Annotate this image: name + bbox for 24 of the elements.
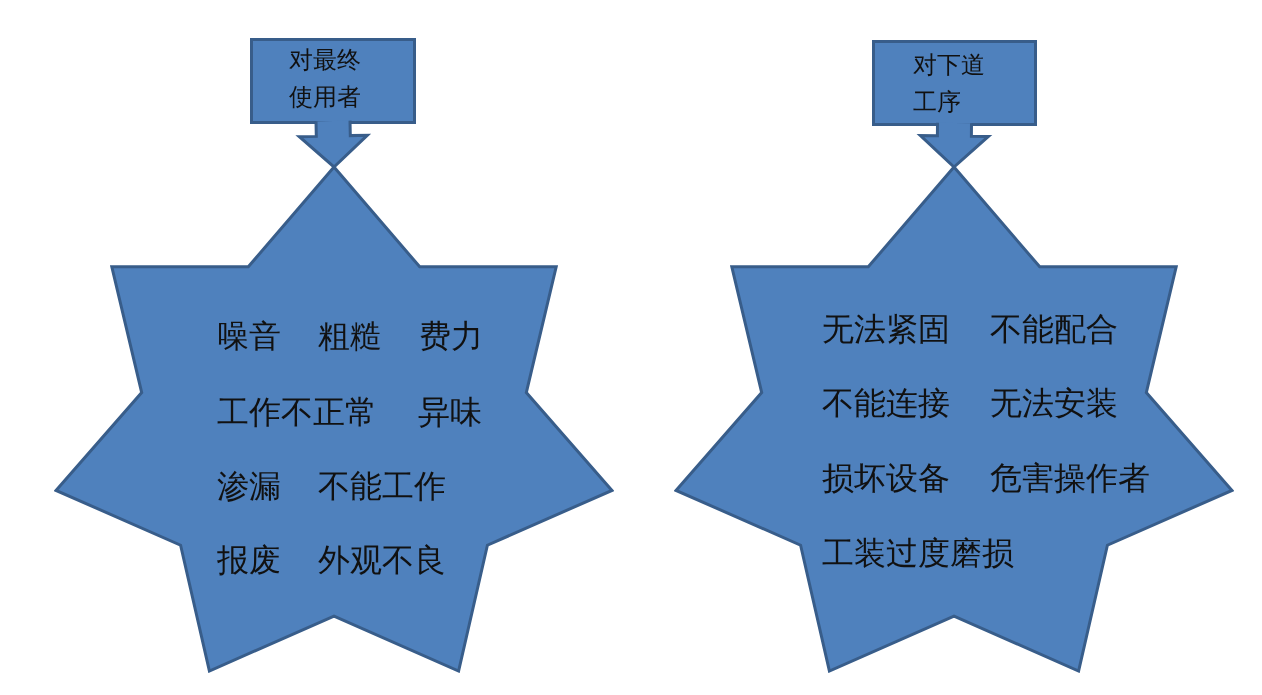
item-text: 危害操作者 <box>990 458 1150 498</box>
star-shape <box>54 165 614 673</box>
item-text: 渗漏 <box>217 466 281 506</box>
item-text: 异味 <box>418 392 482 432</box>
item-text: 费力 <box>419 316 483 356</box>
item-text: 不能连接 <box>822 383 950 423</box>
item-text: 粗糙 <box>318 316 382 356</box>
block-arrow <box>295 119 372 170</box>
box-label: 对下道工序 <box>913 50 986 118</box>
item-text: 不能工作 <box>318 466 446 506</box>
box-label: 对最终使用者 <box>289 45 362 113</box>
item-text: 噪音 <box>217 316 281 356</box>
callout-box <box>250 38 416 124</box>
item-text: 无法紧固 <box>822 309 950 349</box>
item-text: 不能配合 <box>990 309 1118 349</box>
item-text: 外观不良 <box>318 540 446 580</box>
star-shape <box>674 165 1234 673</box>
item-text: 工作不正常 <box>217 392 377 432</box>
item-text: 工装过度磨损 <box>822 533 1014 573</box>
callout-box <box>872 40 1037 126</box>
item-text: 损坏设备 <box>822 458 950 498</box>
block-arrow <box>916 121 993 170</box>
item-text: 无法安装 <box>990 383 1118 423</box>
item-text: 报废 <box>217 540 281 580</box>
